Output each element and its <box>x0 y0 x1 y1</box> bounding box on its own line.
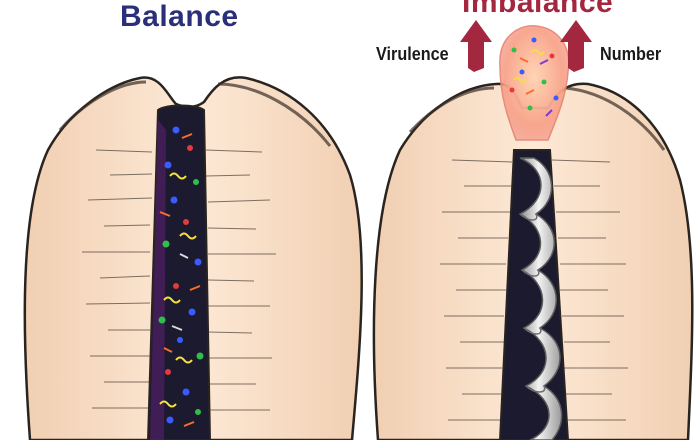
virulence-label: Virulence <box>376 44 449 65</box>
left-tooth-illustration <box>25 77 362 440</box>
number-label: Number <box>600 44 661 65</box>
right-tooth-illustration <box>374 20 692 440</box>
virulence-arrow-icon <box>460 20 492 72</box>
imbalance-title: Imbalance <box>462 0 613 20</box>
balance-title: Balance <box>120 0 239 34</box>
